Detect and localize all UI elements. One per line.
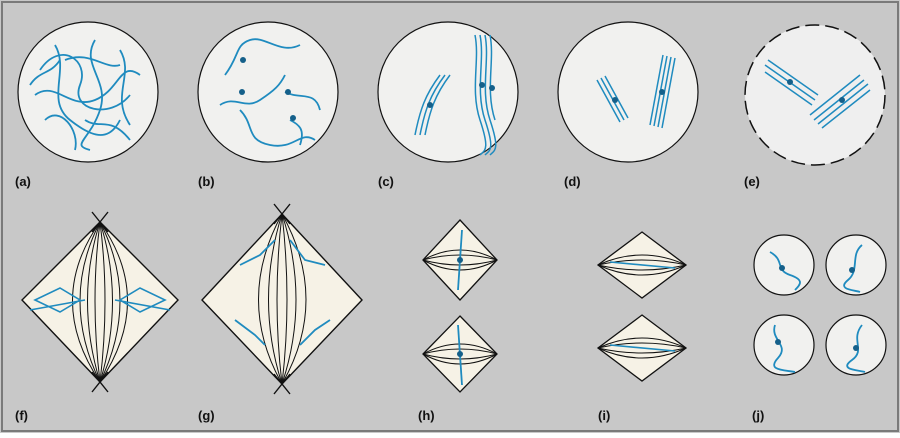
panel-label-e: (e) <box>744 174 760 189</box>
daughter-cell-1 <box>754 235 814 295</box>
cell-a <box>18 22 158 162</box>
daughter-cell-2 <box>826 235 886 295</box>
panel-label-f: (f) <box>15 408 28 423</box>
daughter-cell-3 <box>754 315 814 375</box>
panel-label-d: (d) <box>564 174 581 189</box>
panel-label-c: (c) <box>378 174 394 189</box>
cell-d <box>558 22 698 162</box>
cell-c <box>378 22 518 162</box>
cell-e <box>745 25 885 165</box>
cell-c-membrane <box>378 22 518 162</box>
panel-label-a: (a) <box>15 174 31 189</box>
panel-label-j: (j) <box>752 408 764 423</box>
daughter-cell-4 <box>826 315 886 375</box>
panel-label-h: (h) <box>418 408 435 423</box>
cell-d-membrane <box>558 22 698 162</box>
centromere <box>457 257 463 263</box>
panel-label-b: (b) <box>198 174 215 189</box>
cell-b <box>198 22 338 162</box>
centromere <box>457 351 463 357</box>
panel-label-g: (g) <box>198 408 215 423</box>
panel-label-i: (i) <box>598 408 610 423</box>
